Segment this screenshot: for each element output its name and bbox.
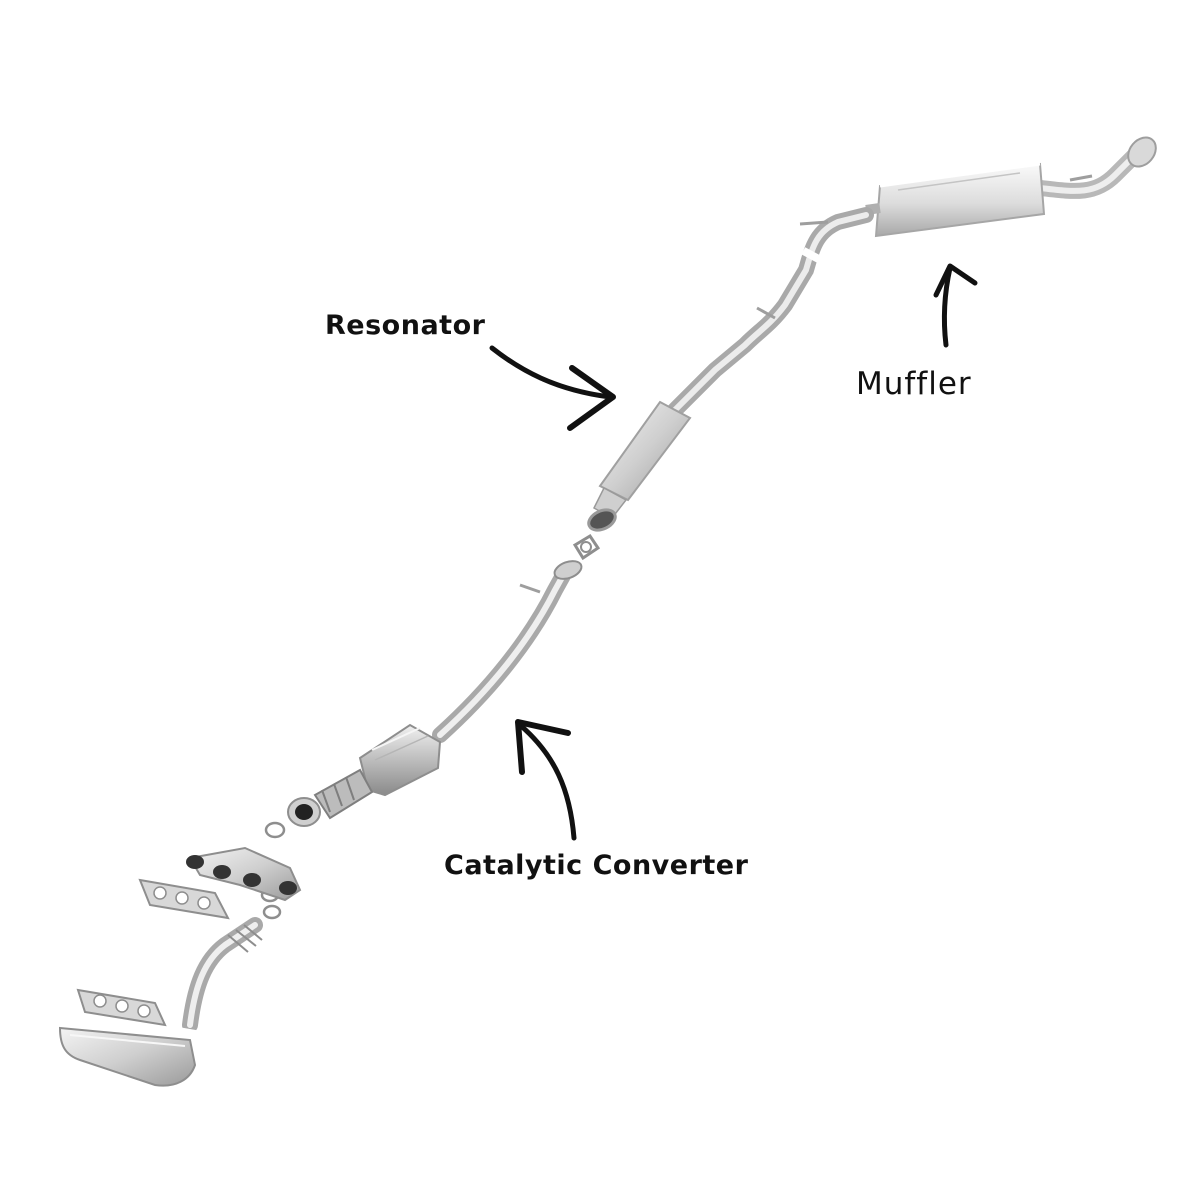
exhaust-manifold-upper [186,846,302,902]
muffler-label: Muffler [856,366,972,402]
catalytic-converter-label: Catalytic Converter [444,850,749,881]
manifold-gasket-upper [138,878,230,920]
catalytic-converter-part [287,723,442,827]
flange-gasket [572,533,601,561]
tailpipe-tip [1032,136,1157,199]
resonator-arrow [489,345,616,431]
muffler-arrow [933,263,978,348]
resonator-label: Resonator [325,310,486,341]
intermediate-pipe [667,207,874,418]
manifold-gasket-lower [76,988,167,1027]
muffler-part [865,162,1046,238]
front-pipe [432,560,583,743]
exhaust-manifold-lower [58,1025,197,1087]
resonator-part [587,400,692,532]
down-pipe [182,917,263,1033]
catalytic-converter-arrow [515,719,577,841]
